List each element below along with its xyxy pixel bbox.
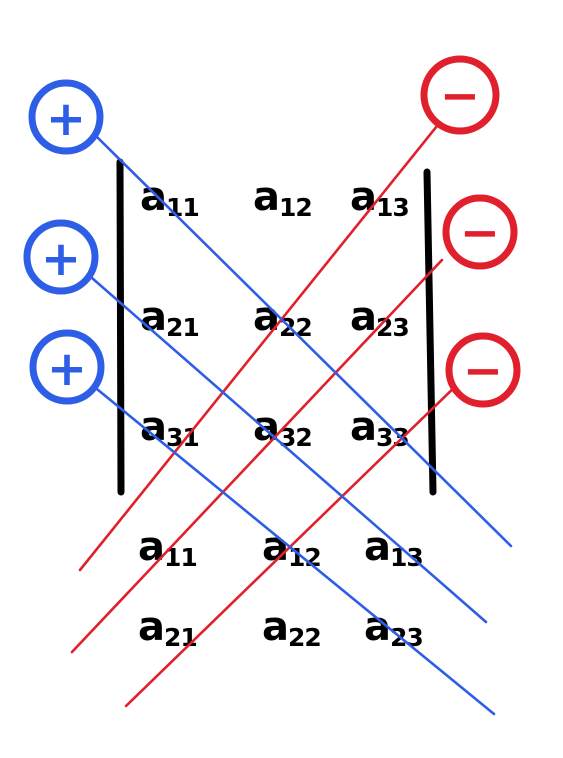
matrix-entry-a33: a33 <box>350 404 409 452</box>
matrix-entry-a11: a11 <box>140 174 199 222</box>
left-determinant-bar <box>116 158 125 496</box>
repeated-entry-a13: a13 <box>364 524 423 572</box>
matrix-entries: a11 a12 a13 a21 a22 a23 a31 a32 a33 a11 a12 a13 a21 a… <box>138 174 424 652</box>
positive-diagonal-line-2 <box>90 276 488 624</box>
repeated-entry-a11: a11 <box>138 524 197 572</box>
repeated-entry-a22: a22 <box>262 604 321 652</box>
right-determinant-bar <box>423 168 437 496</box>
matrix-entry-a21: a21 <box>140 294 199 342</box>
matrix-entry-a12: a12 <box>253 174 312 222</box>
positive-diagonal-line-1 <box>94 134 513 548</box>
matrix-entry-a23: a23 <box>350 294 409 342</box>
plus-sign-label: + <box>41 231 81 287</box>
negative-diagonal-line-3 <box>124 378 464 708</box>
repeated-entry-a21: a21 <box>138 604 197 652</box>
plus-sign-icon: + <box>28 79 104 155</box>
positive-diagonal-line-3 <box>90 383 496 716</box>
matrix-entry-a22: a22 <box>253 294 312 342</box>
negative-diagonal-line-1 <box>78 124 439 572</box>
diagonal-lines <box>70 124 513 716</box>
minus-sign-label: − <box>463 343 503 399</box>
minus-sign-icon: − <box>445 332 521 408</box>
matrix-entry-a31: a31 <box>140 404 199 452</box>
minus-sign-icon: − <box>420 55 500 135</box>
minus-sign-label: − <box>440 68 480 124</box>
plus-sign-label: + <box>47 341 87 397</box>
negative-diagonal-line-2 <box>70 258 444 654</box>
minus-sign-icon: − <box>442 194 518 270</box>
plus-sign-icon: + <box>29 329 105 405</box>
repeated-entry-a12: a12 <box>262 524 321 572</box>
matrix-entry-a13: a13 <box>350 174 409 222</box>
repeated-entry-a23: a23 <box>364 604 423 652</box>
minus-sign-label: − <box>460 205 500 261</box>
matrix-entry-a32: a32 <box>253 404 312 452</box>
plus-sign-icon: + <box>23 219 99 295</box>
sign-markers: + + + − − − <box>23 55 521 408</box>
plus-sign-label: + <box>46 91 86 147</box>
